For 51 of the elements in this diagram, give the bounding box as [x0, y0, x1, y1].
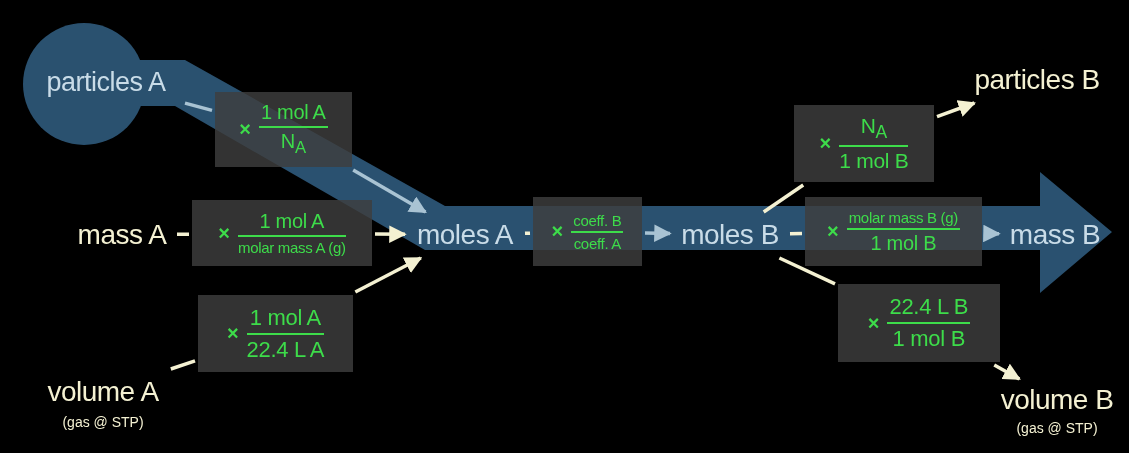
numerator: 1 mol A [259, 101, 328, 128]
connector-line [778, 256, 836, 286]
multiply-sign: × [239, 118, 252, 141]
numerator: molar mass B (g) [846, 208, 961, 230]
denominator: 22.4 L A [246, 335, 325, 363]
multiply-sign: × [826, 220, 839, 243]
quantity-label: mass B [1009, 219, 1101, 251]
multiply-sign: × [226, 322, 239, 345]
denominator: coeff. A [572, 233, 622, 252]
denominator: molar mass A (g) [237, 238, 346, 256]
multiply-sign: × [218, 221, 230, 245]
arrow [644, 224, 672, 242]
arrow [354, 256, 423, 294]
connector-line [170, 359, 196, 371]
numerator: 1 mol A [237, 210, 346, 237]
numerator: 1 mol A [246, 304, 325, 335]
quantity-label: particles A [46, 66, 166, 98]
multiply-sign: × [867, 311, 880, 335]
denominator: 1 mol B [839, 148, 909, 174]
conversion-factor-box [533, 197, 642, 266]
quantity-label: volume B [1000, 384, 1114, 416]
arrow [993, 363, 1021, 381]
connector-line [176, 232, 190, 237]
connector-line [184, 101, 213, 113]
conversion-factor-box [198, 295, 353, 372]
conversion-factor-box [838, 284, 1000, 362]
arrow [983, 224, 1001, 243]
conversion-factor-box [192, 200, 372, 266]
arrow [375, 225, 407, 243]
note-text: (gas @ STP) [1015, 420, 1099, 436]
denominator: N$_{A}$ [279, 129, 307, 158]
connector-line [789, 231, 803, 236]
denominator: 1 mol B [891, 325, 967, 352]
quantity-label: moles B [681, 219, 779, 251]
conversion-factor-box [805, 197, 982, 266]
quantity-label: particles B [974, 64, 1100, 96]
numerator: 22.4 L B [887, 294, 971, 324]
note-text: (gas @ STP) [61, 414, 145, 430]
quantity-label: volume A [47, 376, 159, 408]
arrow [352, 168, 427, 214]
quantity-label: moles A [416, 219, 514, 251]
quantity-label: mass A [77, 219, 167, 251]
arrow [936, 100, 976, 119]
connector-line [524, 231, 531, 236]
multiply-sign: × [819, 132, 832, 155]
multiply-sign: × [551, 220, 564, 243]
numerator: coeff. B [571, 211, 624, 233]
conversion-factor-box [794, 105, 934, 182]
numerator: N$_{A}$ [839, 113, 909, 148]
denominator: 1 mol B [869, 230, 938, 255]
conversion-factor-box [215, 92, 352, 167]
